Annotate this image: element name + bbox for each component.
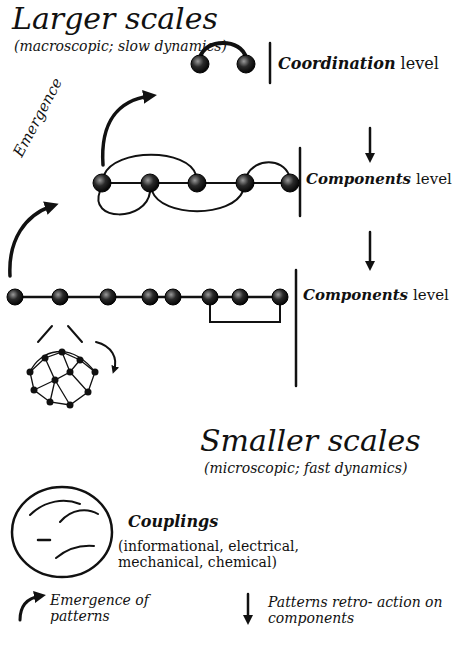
level-word: level — [413, 287, 449, 304]
scale-subheading: (microscopic; fast dynamics) — [204, 460, 407, 476]
zoom-line — [68, 326, 82, 342]
couplings-icon — [12, 487, 112, 577]
retroaction-arrow — [369, 128, 372, 158]
legend-label: Emergence of patterns — [50, 592, 150, 624]
micro-network — [30, 352, 95, 405]
level-word: level — [416, 171, 452, 188]
coupling-arc — [247, 162, 289, 175]
legend-emergence-sample — [20, 596, 40, 620]
legend-retroaction-sample — [247, 594, 250, 620]
level-name: Components — [303, 287, 408, 304]
level-bar — [269, 43, 272, 83]
level-word: level — [401, 55, 439, 73]
scale-subheading: (macroscopic; slow dynamics) — [14, 38, 227, 54]
zoom-line — [38, 326, 52, 342]
level-name: Components — [306, 171, 411, 188]
level-name: Coordination — [278, 55, 396, 73]
emergence-arrow — [10, 206, 52, 276]
legend-label: Couplings — [128, 513, 218, 531]
zoom-arrow — [96, 342, 115, 370]
couplings-icon — [38, 539, 50, 542]
couplings-note: (informational, electrical, mechanical, … — [118, 538, 333, 570]
couplings-icon — [60, 510, 98, 522]
scale-heading: Smaller scales — [200, 424, 421, 459]
coupling-bracket — [210, 305, 280, 322]
network-dots — [27, 349, 99, 409]
couplings-icon — [56, 546, 94, 558]
coupling-arc — [98, 191, 150, 214]
legend-label: Patterns retro- action on components — [268, 594, 458, 626]
emergence-label: Emergence — [10, 76, 66, 161]
coupling-arc — [152, 191, 243, 211]
coupling-arc — [104, 155, 196, 175]
retroaction-arrow — [369, 232, 372, 266]
component-balls — [7, 55, 299, 305]
level-bar — [295, 270, 298, 386]
scale-heading: Larger scales — [12, 2, 218, 37]
